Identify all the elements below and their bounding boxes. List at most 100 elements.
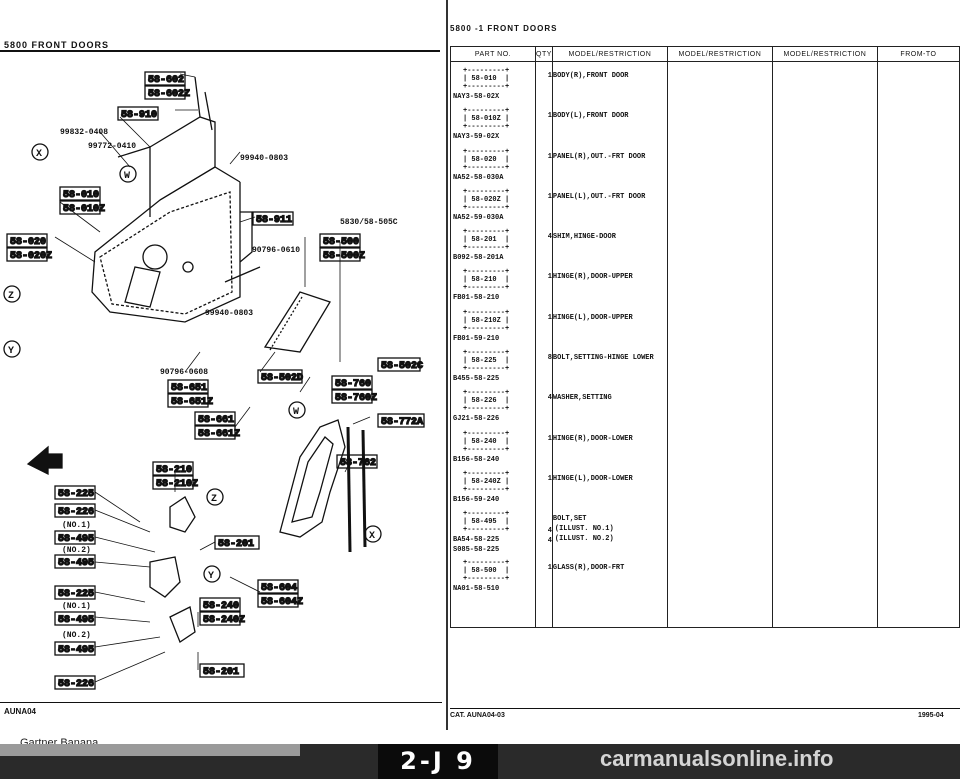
col-model-1: MODEL/RESTRICTION [551,46,668,62]
tag-58-602z: 58-602Z [148,89,190,100]
part-code: NA52-58-030A [453,173,504,182]
tag-58-020z: 58-020Z [10,251,52,262]
part-description: HINGE(L),DOOR-UPPER [552,313,633,322]
note-no1-b: (NO.1) [62,602,91,611]
weatherstrip-drawing [279,419,367,553]
marker-x: X [36,149,42,160]
table-row: +---------+ | 58-210Z | +---------+FB01-… [450,303,960,345]
part-description: PANEL(R),OUT.-FRT DOOR [552,152,646,161]
footer-rule-left [0,702,442,703]
tag-58-210z: 58-210Z [156,479,198,490]
part-ref: +---------+ | 58-020Z | +---------+ [463,187,510,212]
part-code: GJ21-58-226 [453,415,500,424]
table-row: +---------+ | 58-201 | +---------+B092-5… [450,223,960,264]
part-code: B092-58-201A [453,254,504,263]
marker-z-2: Z [211,494,217,505]
right-page-header: 5800 -1 FRONT DOORS [450,24,558,33]
marker-y: Y [8,346,14,357]
forward-arrow-icon [26,445,63,476]
part-tags: 58-602 58-602Z 58-910 58-010 58-010Z 58-… [6,71,425,691]
page-spine [446,0,448,730]
part-description: BODY(R),FRONT DOOR [552,72,629,80]
tag-58-201: 58-201 [218,539,254,550]
part-ref: +---------+ | 58-495 | +---------+ [463,510,510,535]
qty-value: 1 [547,434,552,443]
qty-value: 8 [547,354,552,363]
qty-value-alt: 4 [547,537,552,546]
tag-58-201-b: 58-201 [203,667,239,678]
illustration-note-2: (ILLUST. NO.2) [554,535,614,544]
part-ref: +---------+ | 58-225 | +---------+ [463,349,510,374]
part-ref: +---------+ | 58-010Z | +---------+ [463,107,510,132]
part-ref: +---------+ | 58-240 | +---------+ [463,429,510,454]
table-row: +---------+ | 58-225 | +---------+B455-5… [450,344,960,385]
tag-58-495-d: 58-495 [58,645,94,656]
tag-58-502c: 58-502C [381,361,423,372]
qty-value: 4 [547,527,552,536]
exploded-diagram: 58-602 58-602Z 58-910 58-010 58-010Z 58-… [0,52,445,702]
col-part-no: PART NO. [450,46,536,62]
part-code: NA52-59-030A [453,213,504,222]
diagram-page: 5800 FRONT DOORS [0,0,445,779]
hinge-drawing [149,496,196,643]
callout-99832-0408: 99832-0408 [60,128,108,137]
part-code: B455-58-225 [453,375,500,384]
tag-58-240: 58-240 [203,601,239,612]
tag-58-225: 58-225 [58,489,94,500]
callout-90796-0608: 90796-0608 [160,368,208,377]
left-page-footer: AUNA04 [4,707,37,716]
tag-58-225-b: 58-225 [58,589,94,600]
table-row-empty [450,594,960,628]
part-description: BOLT,SETTING-HINGE LOWER [552,354,654,363]
tag-58-020: 58-020 [10,237,46,248]
tag-58-604z: 58-604Z [261,597,303,608]
tag-58-762: 58-762 [340,458,376,469]
tag-58-910: 58-910 [121,110,157,121]
part-ref: +---------+ | 58-210 | +---------+ [463,268,510,293]
tag-58-240z: 58-240Z [203,615,245,626]
catalog-date: 1995-04 [918,712,944,719]
part-ref: +---------+ | 58-500 | +---------+ [463,559,510,584]
note-no2-a: (NO.2) [62,546,91,555]
qty-value: 1 [547,72,552,80]
tag-58-651: 58-651 [171,383,207,394]
part-code: NA01-58-510 [453,585,500,594]
tag-58-226-b: 58-226 [58,679,94,690]
site-watermark: carmanualsonline.info [600,746,834,771]
table-row: +---------+ | 58-500 | +---------+NA01-5… [450,554,960,595]
part-ref: +---------+ | 58-210Z | +---------+ [463,308,510,333]
tag-58-760: 58-760 [335,379,371,390]
qty-value: 1 [547,192,552,201]
callout-5830-58-505c: 5830/58-505C [340,218,398,227]
fastener-callouts: 99832-0408 99772-0410 99940-0803 90796-0… [60,128,398,640]
table-row: +---------+ | 58-240 | +---------+B156-5… [450,424,960,465]
table-row: +---------+ | 58-226 | +---------+GJ21-5… [450,384,960,425]
table-row: +---------+ | 58-010 | +---------+NAY3-5… [450,61,960,103]
col-model-2: MODEL/RESTRICTION [666,46,773,62]
qty-value: 1 [547,112,552,121]
part-code: B156-58-240 [453,455,500,464]
strip-highlight [0,744,300,756]
table-row: +---------+ | 58-210 | +---------+FB01-5… [450,263,960,304]
tag-58-502d: 58-502D [261,373,303,384]
tag-58-226: 58-226 [58,507,94,518]
part-code: FB01-59-210 [453,334,500,343]
marker-z: Z [8,291,14,302]
table-row: +---------+ | 58-495 | +---------+BA54-5… [450,505,960,555]
part-description: HINGE(R),DOOR-UPPER [552,273,633,282]
part-description: SHIM,HINGE-DOOR [552,233,616,242]
qty-value: 1 [547,152,552,161]
table-row: +---------+ | 58-020 | +---------+NA52-5… [450,142,960,183]
footer-rule-right [450,708,960,709]
part-description: GLASS(R),DOOR-FRT [552,564,625,573]
part-ref: +---------+ | 58-201 | +---------+ [463,228,510,253]
tag-58-651z: 58-651Z [171,397,213,408]
left-page-header: 5800 FRONT DOORS [4,40,110,50]
callout-90796-0610: 90796-0610 [252,246,300,255]
door-exploded-view: 58-602 58-602Z 58-910 58-010 58-010Z 58-… [3,71,425,691]
callout-99772-0410: 99772-0410 [88,142,136,151]
tag-58-661z: 58-661Z [198,429,240,440]
qty-value: 4 [547,394,552,403]
table-row: +---------+ | 58-240Z | +---------+B156-… [450,464,960,506]
tag-58-602: 58-602 [148,75,184,86]
